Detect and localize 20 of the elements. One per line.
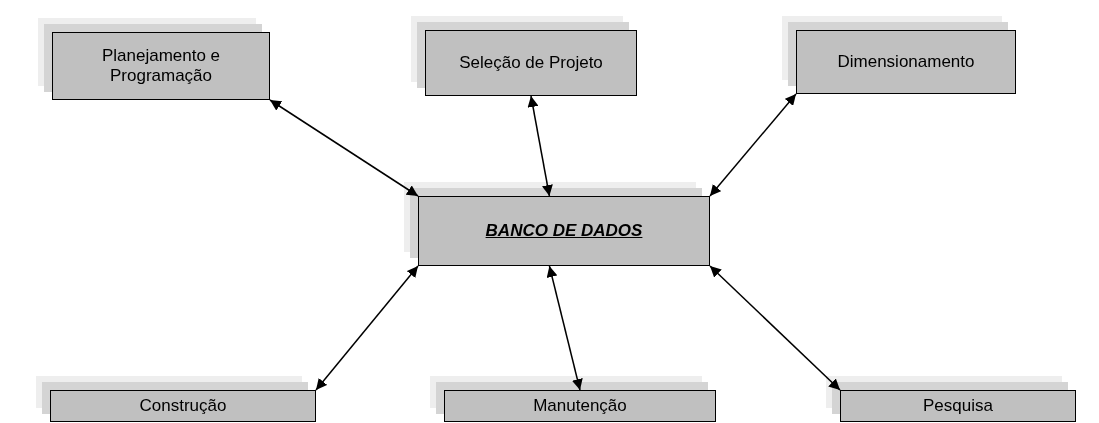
node-label: Construção (138, 396, 228, 416)
node-label: Dimensionamento (836, 52, 976, 72)
double-arrow (269, 99, 419, 197)
process-box (52, 32, 270, 100)
node-label: Seleção de Projeto (458, 53, 604, 73)
process-box (796, 30, 1016, 94)
process-box (50, 390, 316, 422)
node-label: Planejamento e Programação (100, 46, 222, 86)
double-arrow (527, 95, 553, 197)
process-box (840, 390, 1076, 422)
double-arrow (546, 265, 583, 391)
double-arrow (315, 265, 419, 391)
database-box (418, 196, 710, 266)
double-arrow (709, 93, 797, 197)
node-label: Manutenção (532, 396, 628, 416)
process-box (444, 390, 716, 422)
process-box (425, 30, 637, 96)
double-arrow (709, 265, 841, 391)
node-label: BANCO DE DADOS (484, 221, 644, 241)
node-label: Pesquisa (922, 396, 994, 416)
